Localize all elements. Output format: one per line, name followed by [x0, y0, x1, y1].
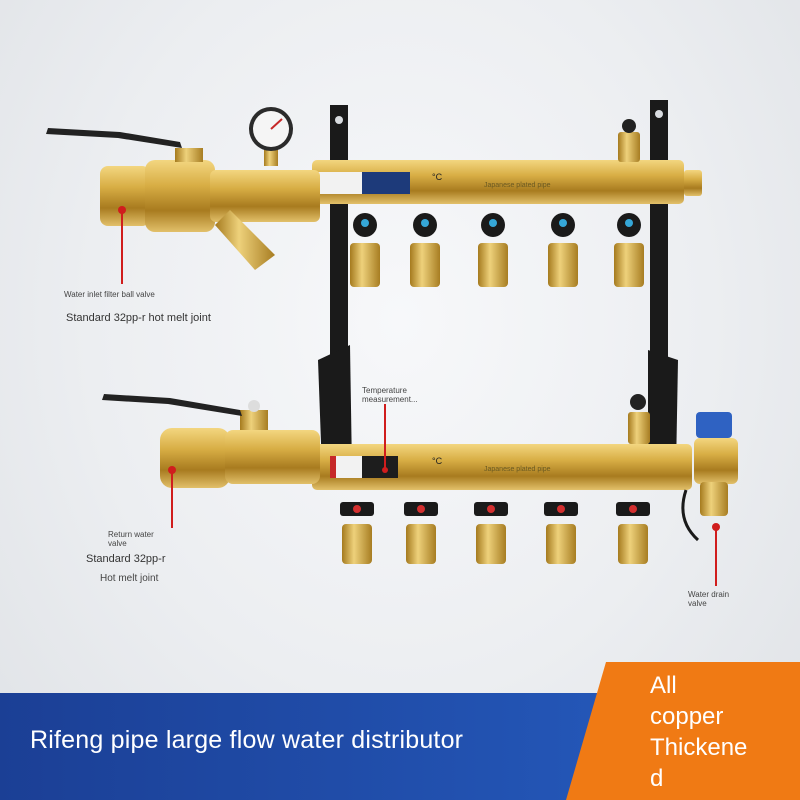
supply-loop-valves — [350, 213, 644, 287]
mounting-bracket-left — [318, 105, 352, 470]
promo-line: Thickene — [650, 734, 748, 761]
mounting-bracket-right — [648, 100, 678, 470]
promo-badge — [566, 662, 800, 800]
return-valve-label: Return water valve — [108, 530, 154, 549]
return-ball-valve — [102, 394, 320, 488]
drain-valve-label: Water drain valve — [688, 590, 730, 609]
air-vent-bottom — [628, 394, 650, 444]
promo-text: All copper Thickene d — [650, 670, 747, 794]
pressure-gauge — [249, 107, 293, 166]
bottom-banner — [0, 662, 800, 800]
temperature-label: Temperature measurement... — [362, 386, 418, 405]
inlet-filter-ball-valve — [46, 128, 320, 270]
temperature-sticker — [362, 172, 410, 194]
return-unit-label: °C — [432, 456, 443, 466]
inlet-valve-label: Water inlet filter ball valve — [64, 290, 155, 299]
promo-line: All — [650, 672, 677, 699]
supply-plate-text: Japanese plated pipe — [484, 182, 551, 189]
banner-title: Rifeng pipe large flow water distributor — [30, 726, 464, 754]
return-manifold — [312, 444, 692, 490]
promo-line: d — [650, 765, 664, 792]
callout-pointers — [118, 206, 720, 586]
air-vent-top — [618, 119, 640, 162]
promo-line: copper — [650, 703, 724, 730]
drain-valve — [681, 412, 738, 542]
supply-manifold — [312, 160, 702, 204]
return-standard-label: Standard 32pp-r — [86, 553, 166, 565]
inlet-standard-label: Standard 32pp-r hot melt joint — [66, 312, 211, 324]
return-plate-text: Japanese plated pipe — [484, 466, 551, 473]
temperature-sticker — [362, 456, 398, 478]
supply-unit-label: °C — [432, 172, 443, 182]
return-loop-valves — [340, 502, 650, 564]
return-joint-label: Hot melt joint — [100, 573, 159, 584]
